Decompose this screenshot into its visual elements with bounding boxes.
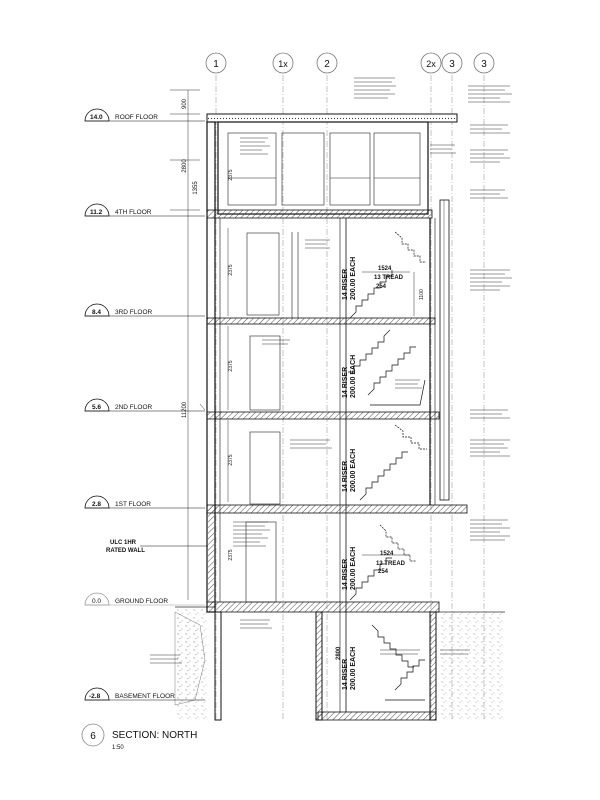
grid-bubble-2x: 2x xyxy=(420,52,442,74)
grid-label: 1x xyxy=(278,59,288,69)
upper-height: 1100 xyxy=(419,289,425,300)
level-1st: 2.8 1ST FLOOR xyxy=(84,495,205,509)
dim-fourth-storey: 2800 xyxy=(182,159,188,173)
level-roof: 14.0 ROOF FLOOR xyxy=(84,108,205,122)
grid-bubble-1: 1 xyxy=(205,52,227,74)
section-title-block: 6 SECTION: NORTH 1:50 xyxy=(81,723,197,751)
level-value: 0.0 xyxy=(92,598,101,605)
level-name: 1ST FLOOR xyxy=(115,501,151,508)
level-3rd: 8.4 3RD FLOOR xyxy=(84,303,205,317)
grid-lines xyxy=(215,75,485,720)
dim-first-ceiling: 2375 xyxy=(228,549,234,560)
soil xyxy=(174,606,505,720)
dim-roof-height: 2375 xyxy=(228,169,234,180)
stair-dim: 2800 xyxy=(336,646,342,660)
upper-tread-depth: 254 xyxy=(376,284,387,290)
grid-label: 3 xyxy=(449,59,455,70)
level-value: 14.0 xyxy=(90,114,103,121)
wall-note: ULC 1HR RATED WALL xyxy=(106,540,208,554)
level-value: 11.2 xyxy=(90,209,103,216)
upper-treads: 13 TREAD xyxy=(374,275,404,281)
level-value: 8.4 xyxy=(92,309,101,316)
dimension-labels: 900 2800 1355 11200 2375 2375 2375 2375 … xyxy=(182,98,234,560)
ground-tread-depth: 254 xyxy=(378,569,389,575)
section-number: 6 xyxy=(90,731,96,742)
upper-each: 200.00 EACH xyxy=(350,257,357,300)
wall-note-line1: ULC 1HR xyxy=(110,540,137,546)
mid-each: 200.00 EACH xyxy=(350,355,357,398)
upper-run: 1524 xyxy=(378,266,392,272)
dim-parapet: 900 xyxy=(182,98,188,109)
second-risers: 14 RISER xyxy=(342,461,349,492)
grid-bubble-3b: 3 xyxy=(473,52,495,74)
level-value: -2.8 xyxy=(89,693,101,700)
ground-treads: 13 TREAD xyxy=(376,561,406,567)
level-value: 5.6 xyxy=(92,404,101,411)
dimension-lines xyxy=(170,89,415,600)
level-name: 3RD FLOOR xyxy=(115,309,153,316)
annotation-clutter xyxy=(150,77,512,664)
wall-note-line2: RATED WALL xyxy=(106,548,145,554)
dim-fourth-ceiling: 2375 xyxy=(228,264,234,275)
level-name: ROOF FLOOR xyxy=(115,114,158,121)
section-title: SECTION: NORTH xyxy=(112,730,197,741)
grid-label: 1 xyxy=(213,59,219,70)
ground-each: 200.00 EACH xyxy=(350,547,357,590)
mid-risers: 14 RISER xyxy=(342,367,349,398)
basement-risers: 14 RISER xyxy=(342,659,349,690)
level-name: 4TH FLOOR xyxy=(115,209,152,216)
second-each: 200.00 EACH xyxy=(350,449,357,492)
grid-bubble-3a: 3 xyxy=(441,52,463,74)
level-name: GROUND FLOOR xyxy=(115,598,168,605)
level-4th: 11.2 4TH FLOOR xyxy=(84,203,205,217)
ground-risers: 14 RISER xyxy=(342,559,349,590)
basement-each: 200.00 EACH xyxy=(350,647,357,690)
grid-bubble-2: 2 xyxy=(316,52,338,74)
dim-second-ceiling: 2375 xyxy=(228,454,234,465)
grid-bubble-1x: 1x xyxy=(272,52,294,74)
ground-run: 1524 xyxy=(380,551,394,557)
grid-label: 2 xyxy=(324,59,330,70)
grid-label: 3 xyxy=(481,59,487,70)
level-2nd: 5.6 2ND FLOOR xyxy=(84,398,205,412)
stair-labels: 14 RISER 200.00 EACH 13 TREAD 254 1524 1… xyxy=(336,257,425,690)
building-shell xyxy=(206,113,468,721)
section-scale: 1:50 xyxy=(112,745,124,751)
level-basement: -2.8 BASEMENT FLOOR xyxy=(84,687,205,701)
dim-fourth-sub: 1355 xyxy=(193,181,199,195)
level-name: 2ND FLOOR xyxy=(115,404,153,411)
level-ground: 0.0 GROUND FLOOR xyxy=(84,592,205,606)
upper-risers: 14 RISER xyxy=(342,269,349,300)
roof-windows xyxy=(227,132,421,206)
level-name: BASEMENT FLOOR xyxy=(115,693,175,700)
stairs xyxy=(348,231,427,701)
level-value: 2.8 xyxy=(92,501,101,508)
dim-third-ceiling: 2375 xyxy=(228,360,234,371)
dim-overall: 11200 xyxy=(182,401,188,418)
grid-label: 2x xyxy=(426,59,436,69)
